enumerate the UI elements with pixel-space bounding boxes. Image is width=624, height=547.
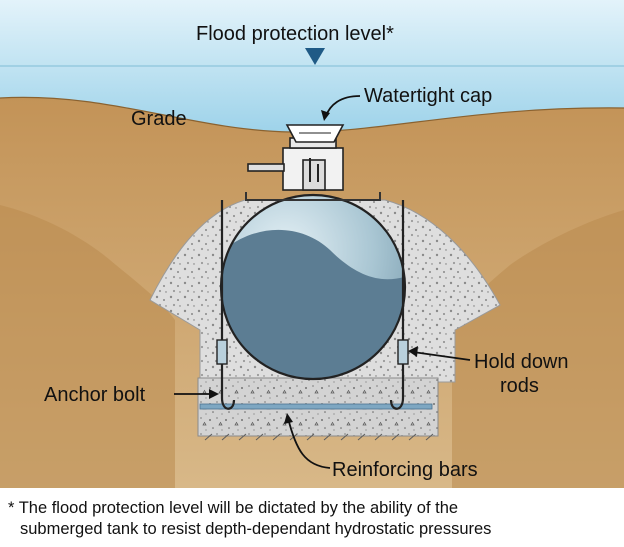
hold-down-rod-left: [220, 200, 236, 410]
top-strap: [245, 192, 381, 201]
label-hold-down-rods-line1: Hold down: [474, 351, 569, 373]
footnote: * The flood protection level will be dic…: [8, 498, 620, 540]
soil-bank-right: [452, 210, 624, 488]
footnote-line1: * The flood protection level will be dic…: [8, 499, 459, 517]
turnbuckle-left: [216, 339, 228, 365]
label-watertight-cap: Watertight cap: [364, 85, 492, 107]
reinforcing-bar: [199, 403, 433, 410]
footnote-line2: submerged tank to resist depth-dependant…: [20, 520, 492, 538]
label-hold-down-rods-line2: rods: [500, 375, 539, 397]
turnbuckle-right: [397, 339, 409, 365]
label-flood-protection-level: Flood protection level*: [196, 23, 394, 45]
tank-liquid: [221, 230, 405, 379]
tank: [219, 193, 407, 381]
tank-fittings: [247, 137, 344, 191]
flood-level-marker: [305, 48, 325, 65]
label-reinforcing-bars: Reinforcing bars: [332, 459, 478, 481]
label-anchor-bolt: Anchor bolt: [44, 384, 146, 406]
leader-reinforcing-bars: [287, 417, 331, 469]
soil-bank-left: [0, 205, 175, 488]
label-grade: Grade: [131, 108, 187, 130]
leader-hold-down-rods: [412, 351, 471, 361]
hold-down-rod-right: [389, 200, 405, 410]
